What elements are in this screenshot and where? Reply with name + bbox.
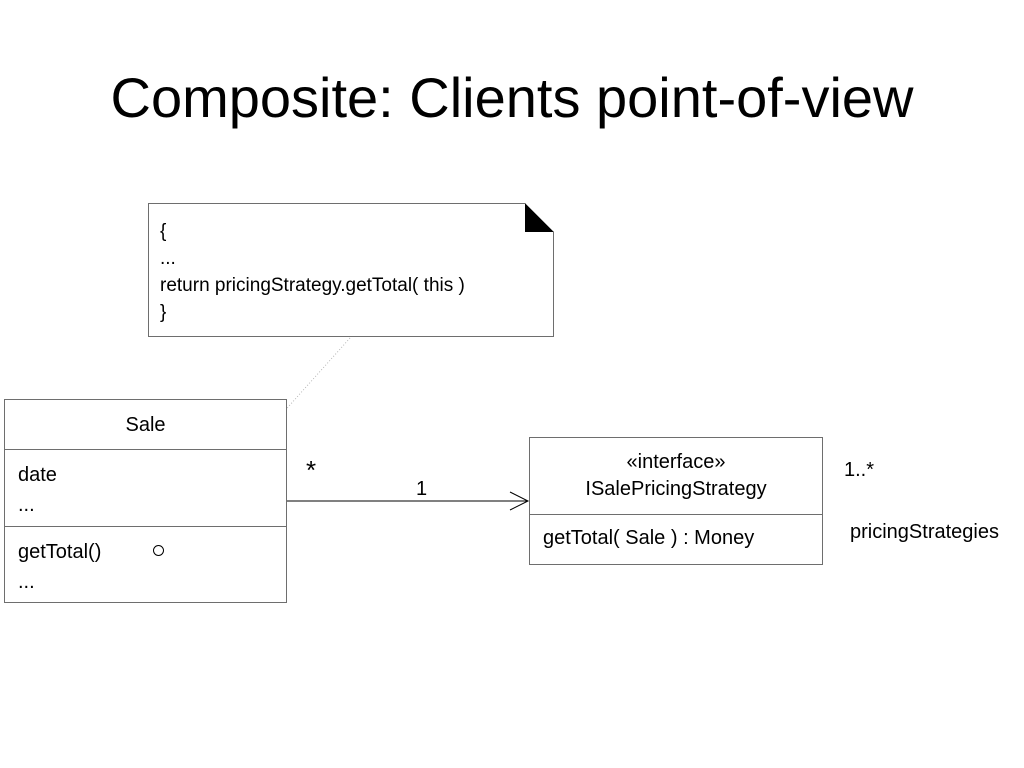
sale-class-name: Sale <box>5 400 286 450</box>
strategy-class-header: «interface» ISalePricingStrategy <box>530 438 822 515</box>
attribute-item: ... <box>18 494 35 516</box>
source-multiplicity-label: * <box>306 455 317 485</box>
note-line: ... <box>160 248 176 269</box>
slide-title: Composite: Clients point-of-view <box>110 66 914 129</box>
note-line: } <box>160 302 167 323</box>
association-arrowhead <box>509 491 530 511</box>
code-note: { ... return pricingStrategy.getTotal( t… <box>148 203 554 337</box>
operation-item: ... <box>18 571 35 593</box>
composite-role-label: pricingStrategies <box>850 521 999 543</box>
sale-attributes: date ... <box>5 450 286 527</box>
note-anchor-circle-icon <box>153 545 164 556</box>
sale-operations: getTotal() ... <box>5 527 286 597</box>
strategy-operations: getTotal( Sale ) : Money <box>530 515 822 553</box>
note-line: { <box>160 221 167 242</box>
composite-multiplicity-label: 1..* <box>844 459 875 481</box>
stereotype-label: «interface» <box>626 451 726 473</box>
sale-class-box: Sale date ... getTotal() ... <box>4 399 287 603</box>
operation-item: getTotal() <box>18 541 102 563</box>
operation-item: getTotal( Sale ) : Money <box>543 527 755 549</box>
note-line: return pricingStrategy.getTotal( this ) <box>160 275 465 296</box>
target-multiplicity-label: 1 <box>416 478 428 500</box>
strategy-interface-box: «interface» ISalePricingStrategy getTota… <box>529 437 823 565</box>
note-folded-corner-icon <box>525 203 554 232</box>
strategy-class-name: ISalePricingStrategy <box>585 478 767 500</box>
attribute-item: date <box>18 464 57 486</box>
